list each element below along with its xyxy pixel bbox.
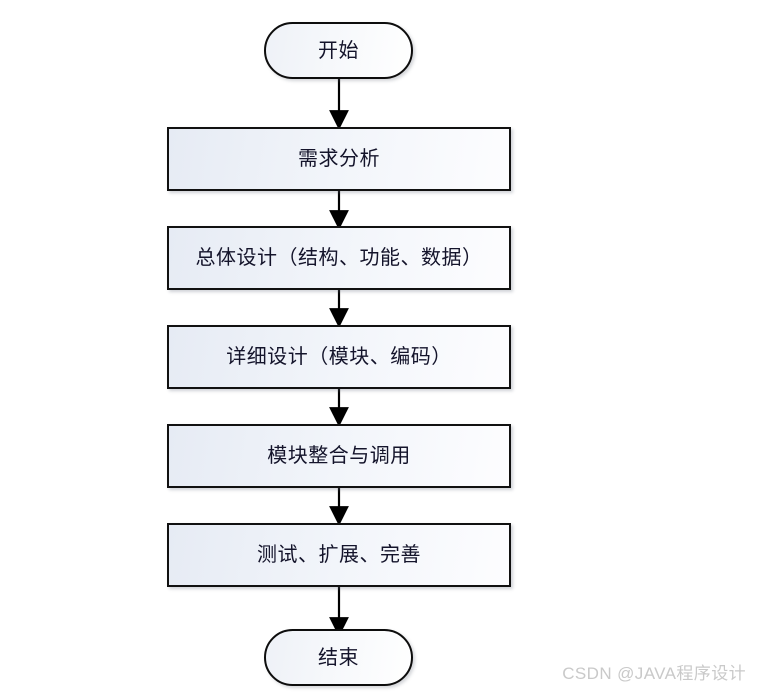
node-overall-design[interactable]: 总体设计（结构、功能、数据） — [167, 226, 511, 290]
node-detailed-design-label: 详细设计（模块、编码） — [226, 346, 452, 368]
node-testing[interactable]: 测试、扩展、完善 — [167, 523, 511, 587]
node-module-integration-label: 模块整合与调用 — [267, 445, 411, 467]
node-module-integration[interactable]: 模块整合与调用 — [167, 424, 511, 488]
node-detailed-design[interactable]: 详细设计（模块、编码） — [167, 325, 511, 389]
node-requirements-label: 需求分析 — [298, 148, 380, 170]
watermark-text: CSDN @JAVA程序设计 — [562, 664, 746, 683]
node-testing-label: 测试、扩展、完善 — [257, 544, 421, 566]
node-overall-design-label: 总体设计（结构、功能、数据） — [195, 247, 483, 269]
node-requirements[interactable]: 需求分析 — [167, 127, 511, 191]
node-start-label: 开始 — [318, 39, 359, 62]
node-end[interactable]: 结束 — [264, 629, 413, 686]
node-start[interactable]: 开始 — [264, 22, 413, 79]
node-end-label: 结束 — [318, 646, 359, 669]
